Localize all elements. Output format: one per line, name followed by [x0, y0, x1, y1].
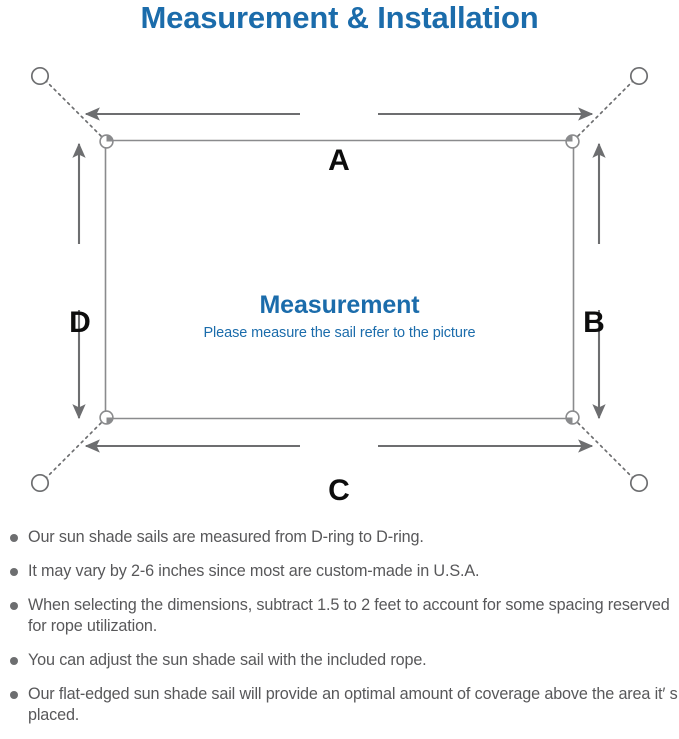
note-text: Our sun shade sails are measured from D-… — [28, 528, 424, 546]
anchor-point-bottom-right — [629, 473, 649, 493]
page-title: Measurement & Installation — [140, 0, 539, 35]
dimension-label-c: C — [328, 474, 350, 507]
note-text: Our flat-edged sun shade sail will provi… — [28, 685, 678, 724]
rope-line-bottom-left — [43, 422, 102, 481]
dimension-label-d: D — [69, 306, 91, 339]
sail-measurement-diagram: Measurement Please measure the sail refe… — [0, 48, 679, 518]
rope-line-top-left — [43, 78, 102, 137]
rope-line-top-right — [577, 78, 636, 137]
bullet-icon — [10, 602, 18, 610]
d-ring-bottom-left-fill — [106, 417, 113, 424]
bullet-icon — [10, 657, 18, 665]
note-item: Our sun shade sails are measured from D-… — [0, 527, 679, 548]
bullet-icon — [10, 691, 18, 699]
anchor-point-top-left — [30, 66, 50, 86]
bullet-icon — [10, 568, 18, 576]
anchor-point-bottom-left — [30, 473, 50, 493]
d-ring-top-left-fill — [106, 135, 113, 142]
note-text: It may vary by 2-6 inches since most are… — [28, 562, 480, 580]
dimension-label-a: A — [328, 144, 350, 177]
note-text: When selecting the dimensions, subtract … — [28, 596, 670, 635]
d-ring-top-right-fill — [566, 135, 573, 142]
notes-list: Our sun shade sails are measured from D-… — [0, 527, 679, 739]
diagram-center-subtext: Please measure the sail refer to the pic… — [203, 325, 476, 341]
rope-line-bottom-right — [577, 422, 636, 481]
note-text: You can adjust the sun shade sail with t… — [28, 651, 427, 669]
note-item: You can adjust the sun shade sail with t… — [0, 650, 679, 671]
sail-body-outline — [104, 139, 575, 420]
note-item: When selecting the dimensions, subtract … — [0, 595, 679, 637]
bullet-icon — [10, 534, 18, 542]
anchor-point-top-right — [629, 66, 649, 86]
diagram-center-heading: Measurement — [259, 291, 420, 319]
d-ring-bottom-right-fill — [566, 417, 573, 424]
note-item: It may vary by 2-6 inches since most are… — [0, 561, 679, 582]
dimension-label-b: B — [583, 306, 605, 339]
diagram-svg — [30, 66, 649, 493]
note-item: Our flat-edged sun shade sail will provi… — [0, 684, 679, 726]
